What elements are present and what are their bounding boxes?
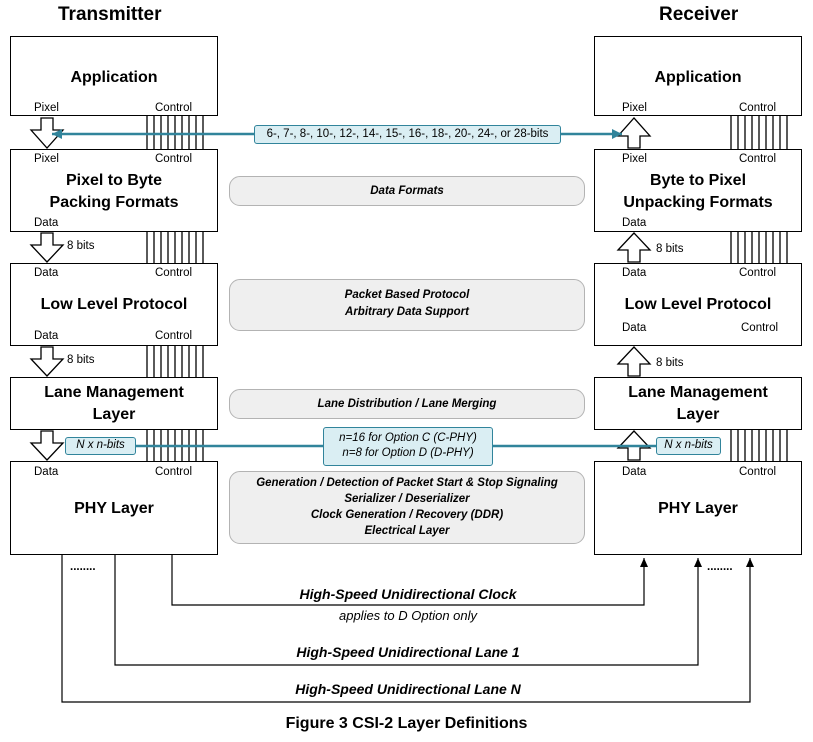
figure-caption: Figure 3 CSI-2 Layer Definitions (285, 715, 528, 732)
rx-unpack-box: Pixel Control Byte to Pixel Unpacking Fo… (594, 149, 802, 232)
tx-pack-title-2: Packing Formats (49, 194, 179, 211)
tx-control-bus (146, 116, 204, 461)
llp-line-1: Packet Based Protocol (344, 289, 470, 301)
tx-llp-title: Low Level Protocol (40, 296, 188, 313)
rx-lane-title-2: Layer (676, 406, 720, 423)
tx-flow-arrows (29, 117, 65, 461)
tx-more-lanes-dots: ........ (70, 561, 96, 573)
phy-line-1: Generation / Detection of Packet Start &… (256, 477, 558, 489)
phy-line-2: Serializer / Deserializer (344, 493, 470, 505)
tx-application-box: Application Pixel Control (10, 36, 218, 116)
rx-data-label: Data (622, 322, 647, 334)
tx-llp-box: Data Control Low Level Protocol Data Con… (10, 263, 218, 346)
rx-control-label: Control (741, 322, 779, 334)
tx-nbits-tag: N x n-bits (65, 437, 136, 455)
rx-application-title: Application (654, 69, 742, 86)
lane-distribution-pill: Lane Distribution / Lane Merging (229, 389, 585, 419)
tx-pixel-label: Pixel (34, 102, 59, 114)
lane-1 (114, 555, 702, 666)
bit-widths-tag: 6-, 7-, 8-, 10-, 12-, 14-, 15-, 16-, 18-… (254, 125, 561, 144)
clock-lane-label: High-Speed Unidirectional Clock (299, 586, 517, 602)
lane-n-label: High-Speed Unidirectional Lane N (295, 681, 521, 697)
rx-llp-box: Data Control Low Level Protocol Data Con… (594, 263, 802, 346)
rx-lane-title-1: Lane Management (628, 384, 768, 401)
rx-more-lanes-dots: ........ (707, 561, 733, 573)
tx-application-title: Application (70, 69, 158, 86)
tx-8bits-label: 8 bits (67, 354, 95, 366)
rx-unpack-title-1: Byte to Pixel (649, 172, 747, 189)
option-c-text: n=16 for Option C (C-PHY) (339, 432, 477, 444)
tx-control-label: Control (155, 466, 193, 478)
tx-pixel-label: Pixel (34, 153, 59, 165)
tx-lane-title-1: Lane Management (44, 384, 184, 401)
rx-data-label: Data (622, 217, 647, 229)
tx-control-label: Control (155, 153, 193, 165)
lane-1-label: High-Speed Unidirectional Lane 1 (296, 644, 520, 660)
clock-lane-note: applies to D Option only (338, 608, 478, 623)
tx-pack-box: Pixel Control Pixel to Byte Packing Form… (10, 149, 218, 232)
tx-data-label: Data (34, 217, 59, 229)
rx-unpack-title-2: Unpacking Formats (623, 194, 773, 211)
rx-8bits-label: 8 bits (656, 357, 684, 369)
tx-lane-mgmt-box: Lane Management Layer (10, 377, 218, 430)
rx-data-label: Data (622, 466, 647, 478)
rx-lane-mgmt-box: Lane Management Layer (594, 377, 802, 430)
rx-phy-box: Data Control PHY Layer (594, 461, 802, 555)
lane-n (61, 555, 754, 703)
rx-nbits-tag: N x n-bits (656, 437, 721, 455)
rx-control-label: Control (739, 466, 777, 478)
phy-line-4: Electrical Layer (364, 525, 450, 537)
tx-data-label: Data (34, 466, 59, 478)
tx-control-label: Control (155, 267, 193, 279)
rx-control-label: Control (739, 102, 777, 114)
rx-pixel-label: Pixel (622, 102, 647, 114)
tx-phy-box: Data Control PHY Layer (10, 461, 218, 555)
rx-phy-title: PHY Layer (658, 500, 738, 517)
rx-8bits-label: 8 bits (656, 243, 684, 255)
option-d-text: n=8 for Option D (D-PHY) (342, 447, 474, 459)
rx-llp-title: Low Level Protocol (624, 296, 772, 313)
rx-pixel-label: Pixel (622, 153, 647, 165)
hs-lanes (61, 555, 754, 703)
receiver-header: Receiver (659, 4, 739, 25)
llp-line-2: Arbitrary Data Support (345, 306, 469, 318)
tx-8bits-label: 8 bits (67, 240, 95, 252)
phy-description-pill: Generation / Detection of Packet Start &… (229, 471, 585, 544)
tx-control-label: Control (155, 330, 193, 342)
phy-line-3: Clock Generation / Recovery (DDR) (310, 509, 504, 521)
phy-option-tag: n=16 for Option C (C-PHY) n=8 for Option… (323, 427, 493, 466)
rx-control-bus (730, 116, 788, 461)
tx-phy-title: PHY Layer (74, 500, 154, 517)
rx-control-label: Control (739, 267, 777, 279)
rx-application-box: Application Pixel Control (594, 36, 802, 116)
rx-control-label: Control (739, 153, 777, 165)
tx-pack-title-1: Pixel to Byte (65, 172, 163, 189)
tx-control-label: Control (155, 102, 193, 114)
rx-data-label: Data (622, 267, 647, 279)
clock-lane (171, 555, 648, 606)
tx-data-label: Data (34, 330, 59, 342)
tx-data-label: Data (34, 267, 59, 279)
data-formats-pill: Data Formats (229, 176, 585, 206)
llp-description-pill: Packet Based Protocol Arbitrary Data Sup… (229, 279, 585, 331)
tx-lane-title-2: Layer (92, 406, 136, 423)
transmitter-header: Transmitter (58, 4, 162, 25)
